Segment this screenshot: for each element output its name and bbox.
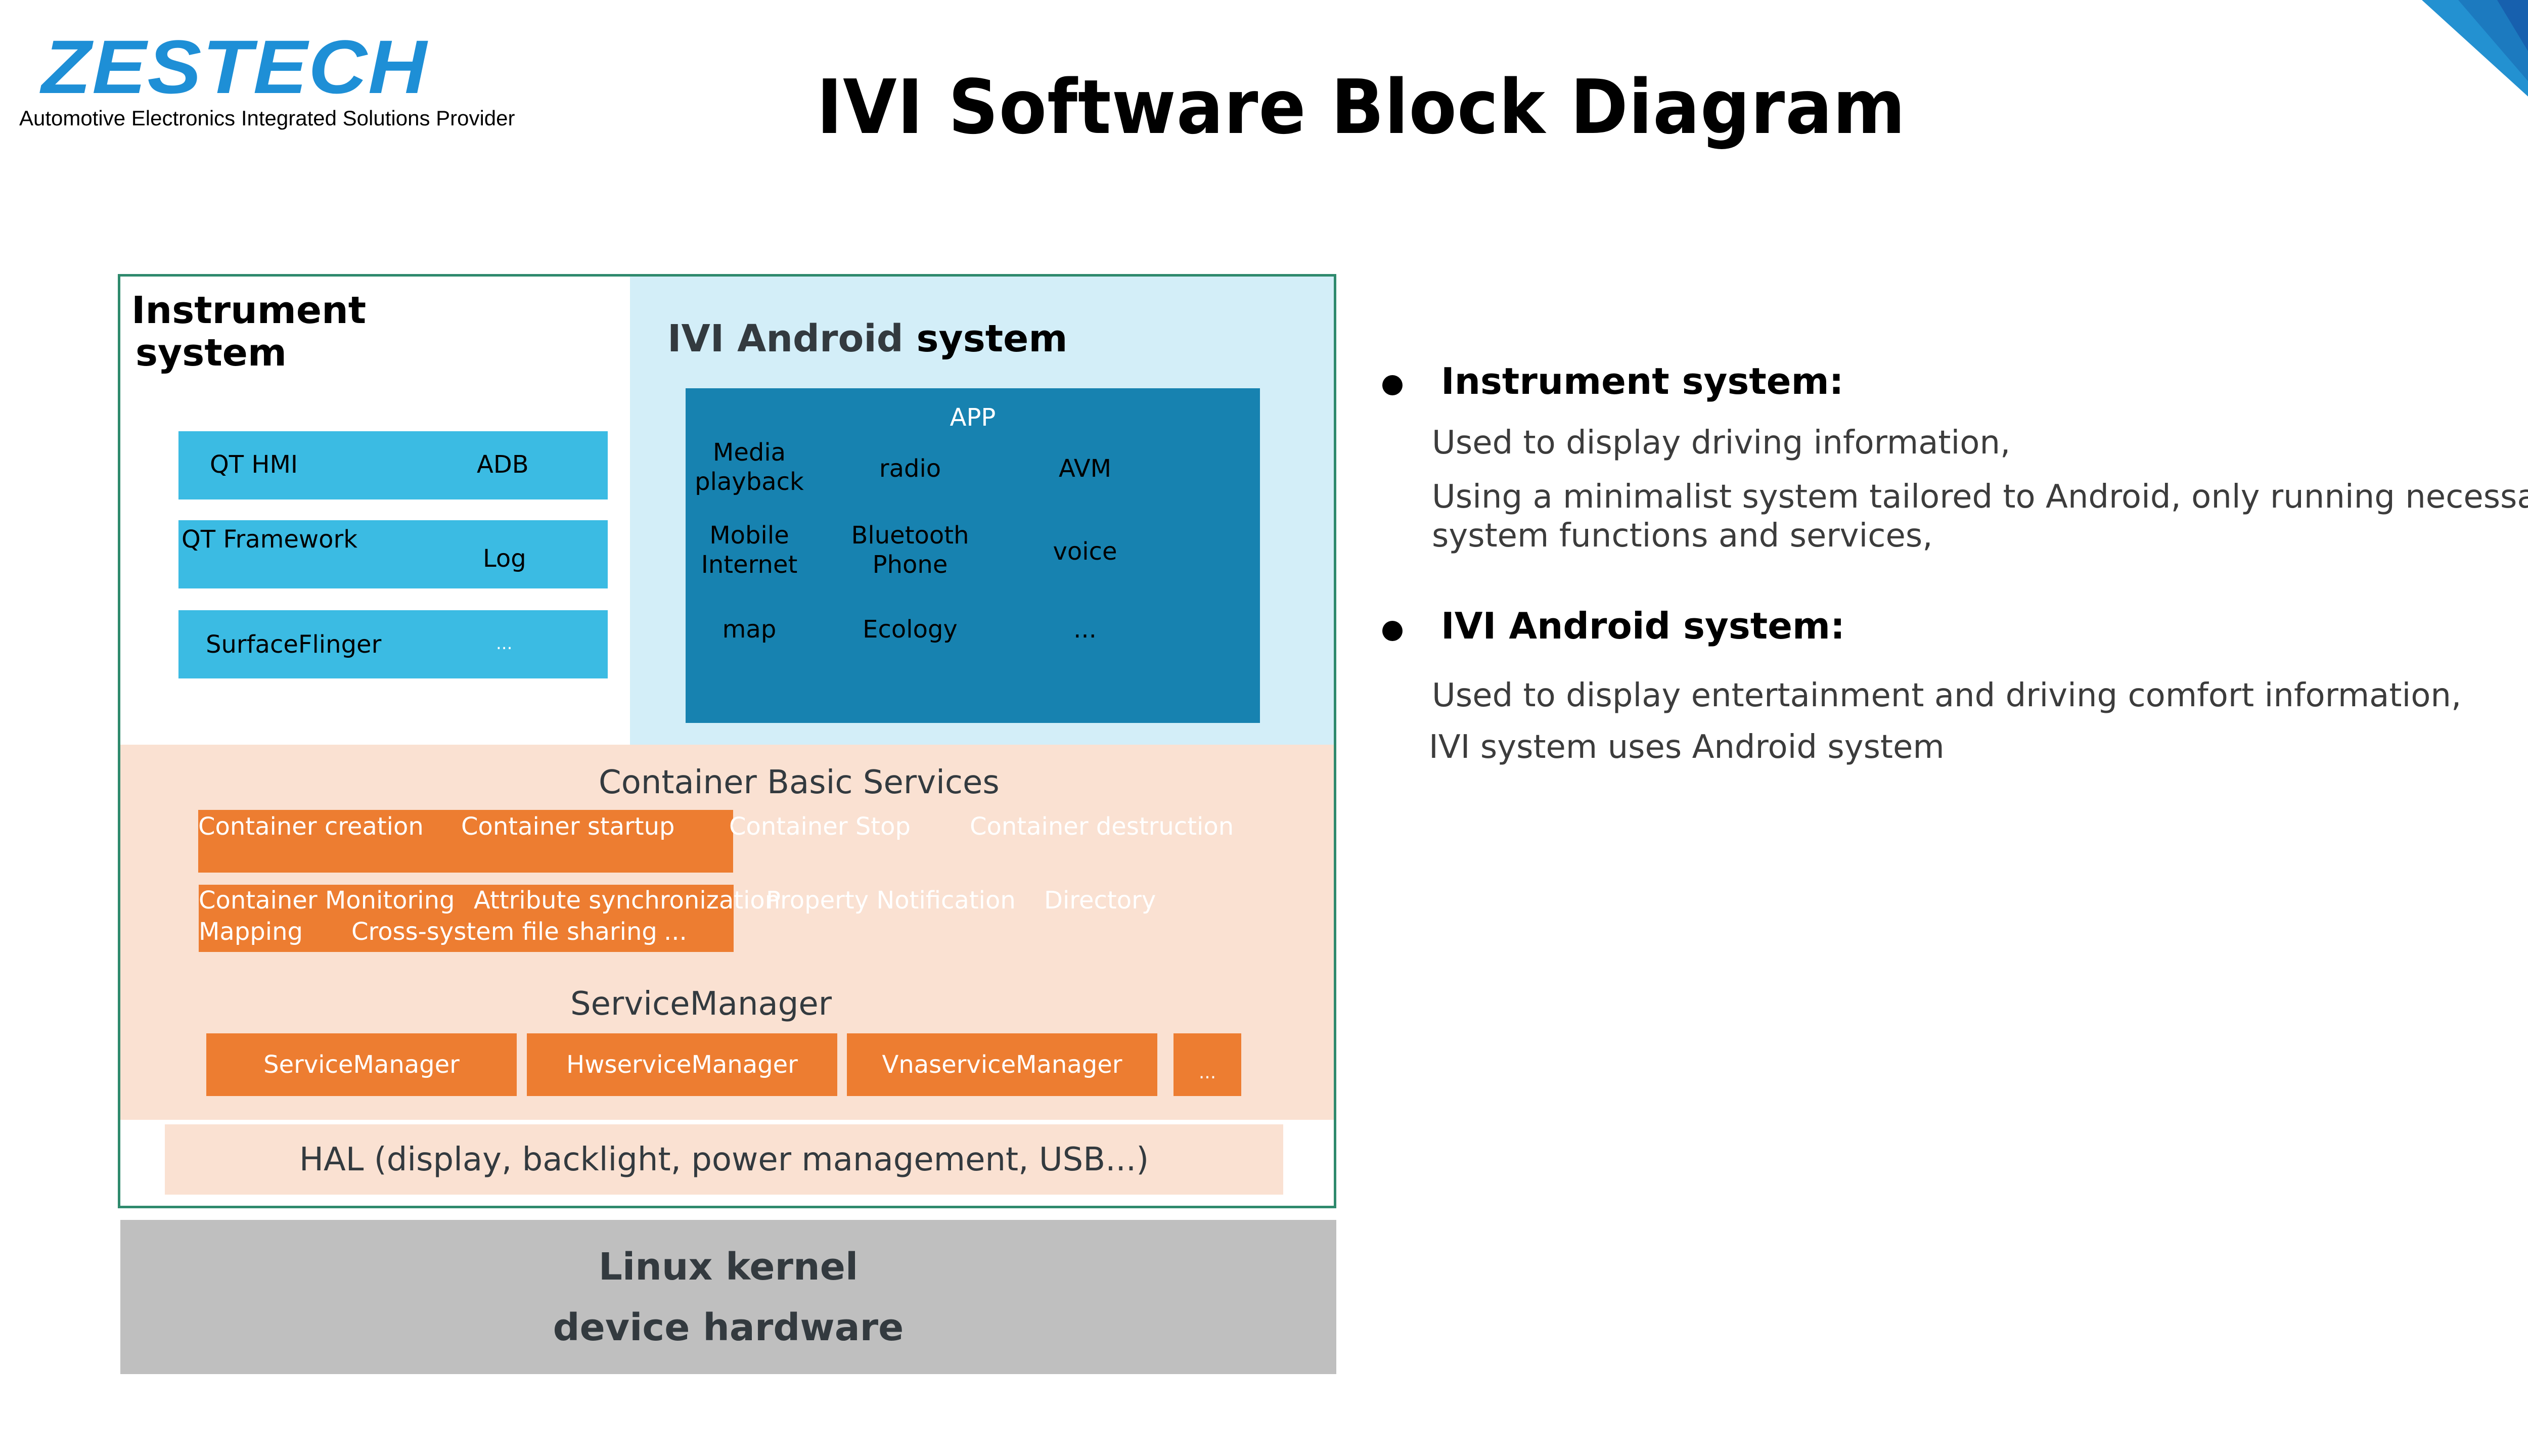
app-item-line: Phone [872,551,948,579]
ivi-android-system-title: IVI Android system [667,317,1067,360]
container-service-item: Container destruction [970,812,1234,841]
block-label-qt-hmi: QT HMI [210,450,298,479]
app-item: map [658,615,840,644]
app-item-line: playback [695,468,804,496]
instrument-block-row: SurfaceFlinger ... [178,610,608,678]
app-item-line: Media [712,438,786,467]
note-heading: Instrument system: [1441,360,1844,402]
app-item-line: radio [879,454,941,483]
instrument-title-line1: Instrument [131,289,367,332]
corner-stripe-dark [2497,0,2528,52]
app-item: AVM [994,454,1176,483]
block-label-more: ... [496,633,513,654]
bullet-icon [1382,375,1403,395]
app-item-line: Ecology [863,615,958,644]
container-service-item: ... [664,918,687,946]
instrument-block-row: QT HMI ADB [178,431,608,499]
container-service-item: Property Notification [766,886,1016,915]
container-service-item: Mapping [199,918,303,946]
kernel-label: Linux kernel [598,1245,859,1289]
block-label-qt-framework: QT Framework [182,525,358,554]
container-service-item: Directory [1044,886,1156,915]
note-text: IVI system uses Android system [1429,729,1945,766]
logo-wordmark: ZESTECH [41,24,428,109]
app-item: Ecology [819,615,1001,644]
container-service-item: Container startup [461,812,675,841]
vnaservice-manager-box: VnaserviceManager [847,1033,1157,1096]
app-item: ... [994,615,1176,644]
note-text: Used to display entertainment and drivin… [1432,677,2462,714]
service-manager-heading: ServiceManager [570,985,832,1023]
note-text: Using a minimalist system tailored to An… [1432,478,2528,516]
logo-tagline: Automotive Electronics Integrated Soluti… [19,106,515,130]
app-item-line: AVM [1058,454,1111,483]
container-service-item: Container Monitoring [199,886,455,915]
container-service-item: Cross-system file sharing [351,918,657,946]
app-item-line: Mobile [709,521,789,550]
page-title: IVI Software Block Diagram [817,64,1906,151]
instrument-system-title: Instrument system [131,289,366,374]
app-item-line: Internet [701,551,798,579]
app-item-line: voice [1053,537,1117,566]
hwservice-manager-box: HwserviceManager [527,1033,837,1096]
app-item-line: map [722,615,777,644]
container-features-bar: Container Monitoring Attribute synchroni… [199,885,1156,952]
container-service-item: Container Stop [729,812,911,841]
container-lifecycle-bar: Container creation Container startup Con… [198,810,1234,873]
linux-kernel-layer: Linux kernel device hardware [120,1220,1336,1374]
block-label-surfaceflinger: SurfaceFlinger [206,630,382,659]
note-heading: IVI Android system: [1441,605,1845,647]
android-title-part1: IVI Android [667,317,904,360]
instrument-title-line2: system [136,331,287,375]
note-text: Used to display driving information, [1432,424,2011,462]
container-basic-services-heading: Container Basic Services [599,764,1000,801]
company-logo: ZESTECH Automotive Electronics Integrate… [19,24,515,143]
bullet-icon [1382,621,1403,641]
more-services-box: ... [1173,1033,1241,1096]
app-title: APP [950,403,996,432]
instrument-block-row: QT Framework Log [178,520,608,588]
app-item-line: Bluetooth [851,521,969,550]
app-item: radio [819,454,1001,483]
hardware-label: device hardware [553,1306,904,1349]
service-manager-box: ServiceManager [206,1033,517,1096]
note-text: system functions and services, [1432,517,1933,555]
container-service-item: Container creation [198,812,424,841]
app-item: voice [994,537,1176,566]
block-label-adb: ADB [477,450,529,479]
app-item-line: ... [1073,615,1097,644]
android-title-part2: system [903,317,1068,360]
block-label-log: Log [483,544,526,573]
corner-decoration [2422,0,2528,97]
hal-layer: HAL (display, backlight, power managemen… [165,1124,1283,1195]
container-service-item: Attribute synchronization [474,886,781,915]
